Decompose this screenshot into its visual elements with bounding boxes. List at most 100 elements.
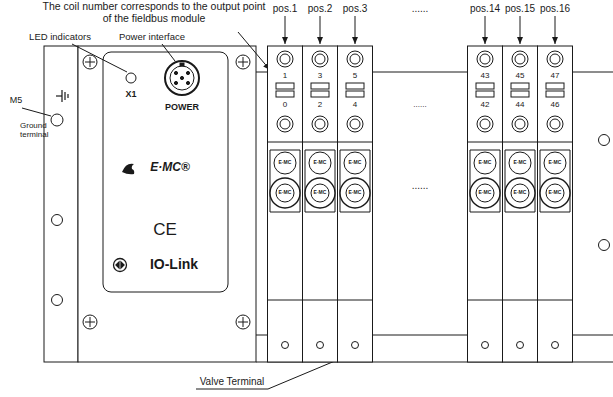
coil-connector	[512, 51, 528, 67]
solenoid-cap	[311, 184, 329, 202]
coil-connector	[547, 116, 563, 132]
coil-connector	[350, 54, 360, 64]
module-cover	[103, 52, 228, 292]
coil-connector	[312, 51, 328, 67]
coil-number: 45	[516, 72, 525, 81]
brand-mark: E·MC	[314, 160, 327, 166]
coil-led	[276, 91, 294, 97]
valve-cap	[270, 150, 300, 212]
coil-led	[311, 91, 329, 97]
valve-column	[268, 46, 303, 362]
brand-mark: E·MC	[279, 160, 292, 166]
divider-line	[538, 300, 573, 301]
connector-name: X1	[125, 90, 136, 100]
valve-column	[338, 46, 373, 362]
solenoid-cap	[505, 178, 535, 208]
end-plate	[44, 46, 78, 362]
io-link-icon	[114, 259, 127, 272]
divider-line	[503, 142, 538, 143]
callout-note: The coil number corresponds to the outpu…	[38, 1, 270, 24]
valve-column	[538, 46, 573, 362]
valve-cap	[340, 150, 370, 212]
leader-line	[22, 108, 51, 116]
manual-override	[474, 152, 496, 174]
brand-logo: E·MC®	[150, 161, 190, 174]
divider-line	[503, 300, 538, 301]
coil-led	[511, 83, 529, 89]
coil-connector	[347, 51, 363, 67]
brand-mark: E·MC	[549, 160, 562, 166]
coil-connector	[550, 54, 560, 64]
ellipsis: ......	[412, 3, 429, 14]
valve-column	[303, 46, 338, 362]
divider-line	[468, 142, 503, 143]
divider-line	[268, 300, 303, 301]
divider-line	[268, 142, 303, 143]
valve-column	[503, 46, 538, 362]
screw	[83, 55, 250, 329]
coil-number: 0	[283, 101, 287, 110]
ground-terminal	[51, 114, 63, 126]
divider-line	[468, 300, 503, 301]
brand-mark: E·MC	[514, 190, 527, 196]
coil-connector	[280, 54, 290, 64]
power-connector	[165, 61, 199, 95]
valve-cap	[505, 150, 535, 212]
position-arrow	[485, 16, 486, 44]
brand-mark: E·MC	[479, 190, 492, 196]
coil-connector	[350, 119, 360, 129]
coil-connector	[477, 51, 493, 67]
position-label: pos.2	[308, 3, 332, 14]
port-hole	[517, 342, 524, 349]
solenoid-cap	[511, 184, 529, 202]
solenoid-cap	[476, 184, 494, 202]
position-label: pos.16	[540, 3, 570, 14]
position-label: pos.15	[505, 3, 535, 14]
ellipsis: ......	[412, 180, 429, 191]
position-label: pos.14	[470, 3, 500, 14]
manual-override	[544, 152, 566, 174]
part-name: M5	[10, 96, 23, 106]
coil-connector	[347, 116, 363, 132]
divider-line	[303, 300, 338, 301]
solenoid-cap	[346, 184, 364, 202]
coil-connector	[512, 116, 528, 132]
coil-number: 44	[516, 101, 525, 110]
mounting-hole	[52, 295, 63, 306]
coil-connector	[315, 54, 325, 64]
ground-symbol	[56, 90, 68, 102]
port-hole	[482, 342, 489, 349]
brand-mark: E·MC	[349, 190, 362, 196]
divider-line	[338, 300, 373, 301]
port-hole	[317, 342, 324, 349]
coil-led	[276, 83, 294, 89]
coil-connector	[312, 116, 328, 132]
solenoid-cap	[540, 178, 570, 208]
coil-led	[476, 83, 494, 89]
coil-number: 46	[551, 101, 560, 110]
part-name: Ground terminal	[20, 122, 56, 140]
position-arrow	[355, 16, 356, 44]
leader-line	[162, 44, 175, 61]
port-hole	[552, 342, 559, 349]
coil-connector	[547, 51, 563, 67]
leader-line	[196, 389, 268, 390]
leader-line	[72, 44, 127, 72]
coil-number: 5	[353, 72, 357, 81]
coil-connector	[477, 116, 493, 132]
brand-mark: E·MC	[279, 190, 292, 196]
divider-line	[338, 142, 373, 143]
goat-logo	[122, 164, 134, 175]
solenoid-cap	[270, 178, 300, 208]
solenoid-cap	[305, 178, 335, 208]
led-indicator	[126, 73, 136, 83]
manual-override	[274, 152, 296, 174]
leader-line	[268, 358, 342, 389]
part-name: LED indicators	[29, 32, 91, 42]
part-name: Valve Terminal	[200, 376, 265, 387]
coil-number: 47	[551, 72, 560, 81]
solenoid-cap	[470, 178, 500, 208]
brand-mark: E·MC	[314, 190, 327, 196]
divider-line	[538, 142, 573, 143]
